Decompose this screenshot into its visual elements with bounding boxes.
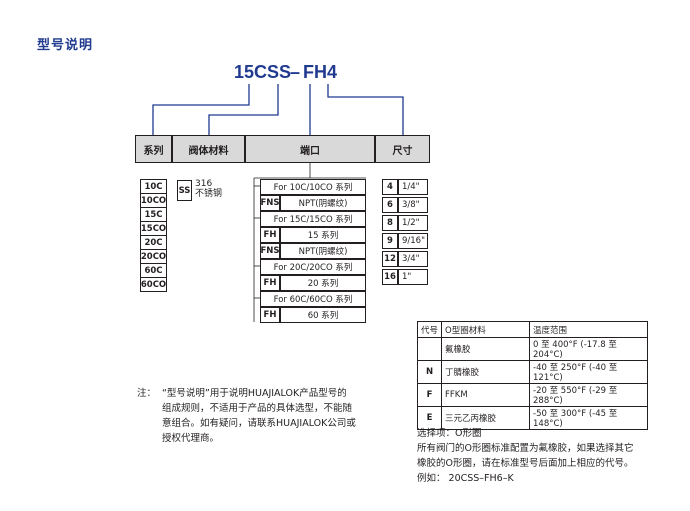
- port-group-label: For 10C/10CO 系列: [260, 179, 366, 195]
- port-group-label: For 20C/20CO 系列: [260, 259, 366, 275]
- size-code: 16: [382, 269, 398, 285]
- note-text: “型号说明”用于说明HUAJIALOK产品型号的 组成规则，不适用于产品的具体选…: [162, 386, 356, 446]
- header-series: 系列: [135, 135, 172, 163]
- series-code: 60C: [140, 263, 167, 278]
- model-code-dash: –: [290, 62, 301, 82]
- port-desc: NPT(阴螺纹): [280, 195, 366, 211]
- port-group-label: For 60C/60CO 系列: [260, 291, 366, 307]
- port-group-label: For 15C/15CO 系列: [260, 211, 366, 227]
- oring-table: 代号 O型圈材料 温度范围 氟橡胶 0 至 400°F (-17.8 至 204…: [417, 321, 648, 430]
- oring-header-temp: 温度范围: [529, 321, 648, 338]
- port-desc: 20 系列: [280, 275, 366, 291]
- option-text: 选择项：O形圈 所有阀门的O形圈标准配置为氟橡胶，如果选择其它 橡胶的O形圈，请…: [417, 426, 633, 486]
- table-row: F FFKM -20 至 550°F (-29 至 288°C): [417, 383, 648, 407]
- series-code: 10C: [140, 179, 167, 194]
- body-material-line1: 316: [195, 179, 213, 189]
- size-code: 12: [382, 251, 398, 267]
- table-header-row: 代号 O型圈材料 温度范围: [417, 321, 648, 338]
- oring-code: F: [417, 383, 442, 407]
- option-line: 选择项：O形圈: [417, 428, 482, 439]
- size-value: 9/16": [398, 233, 428, 249]
- oring-temp: 0 至 400°F (-17.8 至 204°C): [529, 337, 648, 361]
- port-code: FNS: [260, 243, 280, 259]
- header-size: 尺寸: [375, 135, 430, 163]
- option-line: 所有阀门的O形圈标准配置为氟橡胶，如果选择其它: [417, 443, 634, 454]
- header-body-material: 阀体材料: [172, 135, 245, 163]
- option-line: 橡胶的O形圈，请在标准型号后面加上相应的代号。: [417, 458, 634, 469]
- size-code: 4: [382, 179, 398, 195]
- oring-material: FFKM: [441, 383, 530, 407]
- note-line: 意组合。如有疑问，请联系HUAJIALOK公司或: [162, 418, 356, 429]
- port-code: FH: [260, 227, 280, 243]
- port-desc: NPT(阴螺纹): [280, 243, 366, 259]
- size-value: 1": [398, 269, 428, 285]
- oring-header-material: O型圈材料: [441, 321, 530, 338]
- note-label: 注：: [137, 388, 157, 399]
- body-material-code: SS: [177, 180, 192, 201]
- model-code-part2: FH4: [303, 62, 338, 82]
- series-code: 20C: [140, 235, 167, 250]
- oring-temp: -40 至 250°F (-40 至 121°C): [529, 360, 648, 384]
- body-material-line2: 不锈钢: [195, 189, 223, 199]
- size-value: 1/2": [398, 215, 428, 231]
- port-code: FH: [260, 307, 280, 323]
- table-row: E 三元乙丙橡胶 -50 至 300°F (-45 至 148°C): [417, 406, 648, 430]
- size-value: 3/8": [398, 197, 428, 213]
- size-code: 9: [382, 233, 398, 249]
- table-row: N 丁腈橡胶 -40 至 250°F (-40 至 121°C): [417, 360, 648, 384]
- size-value: 3/4": [398, 251, 428, 267]
- series-code: 15CO: [140, 221, 167, 236]
- model-code-part1: 15CSS: [234, 62, 292, 82]
- series-code: 60CO: [140, 277, 167, 292]
- oring-material: 三元乙丙橡胶: [441, 406, 530, 430]
- note-line: 组成规则，不适用于产品的具体选型，不能随: [162, 403, 353, 414]
- series-code: 20CO: [140, 249, 167, 264]
- size-code: 8: [382, 215, 398, 231]
- oring-material: 丁腈橡胶: [441, 360, 530, 384]
- port-desc: 15 系列: [280, 227, 366, 243]
- oring-temp: -50 至 300°F (-45 至 148°C): [529, 406, 648, 430]
- table-row: 氟橡胶 0 至 400°F (-17.8 至 204°C): [417, 337, 648, 361]
- size-code: 6: [382, 197, 398, 213]
- port-code: FNS: [260, 195, 280, 211]
- port-code: FH: [260, 275, 280, 291]
- header-port: 端口: [245, 135, 375, 163]
- option-line: 例如： 20CSS–FH6–K: [417, 473, 514, 484]
- size-value: 1/4": [398, 179, 428, 195]
- oring-code: E: [417, 406, 442, 430]
- oring-material: 氟橡胶: [441, 337, 530, 361]
- body-material-desc: 316 不锈钢: [195, 179, 222, 199]
- series-code: 10CO: [140, 193, 167, 208]
- oring-code: [417, 337, 442, 361]
- series-code: 15C: [140, 207, 167, 222]
- note-line: “型号说明”用于说明HUAJIALOK产品型号的: [162, 388, 347, 399]
- oring-temp: -20 至 550°F (-29 至 288°C): [529, 383, 648, 407]
- note-line: 授权代理商。: [162, 433, 220, 444]
- oring-header-code: 代号: [417, 321, 442, 338]
- series-list: 10C 10CO 15C 15CO 20C 20CO 60C 60CO: [140, 179, 167, 292]
- page-title: 型号说明: [37, 38, 94, 53]
- oring-code: N: [417, 360, 442, 384]
- port-desc: 60 系列: [280, 307, 366, 323]
